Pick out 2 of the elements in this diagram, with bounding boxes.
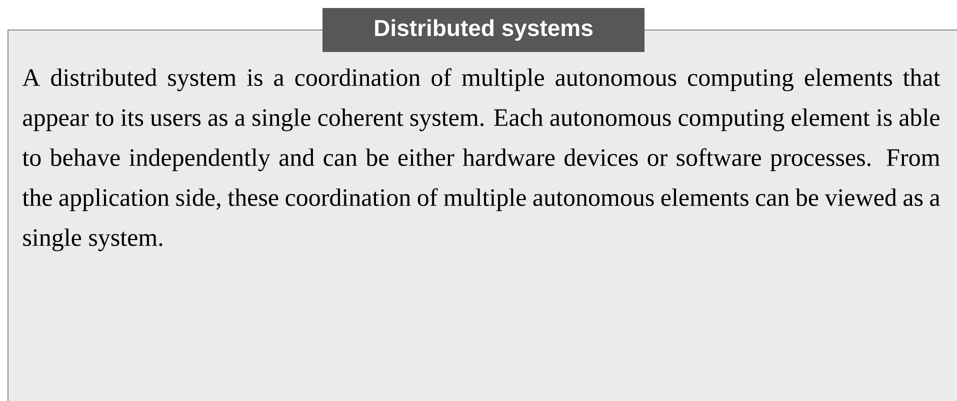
body-text: A distributed system is a coordination of multiple autonomous computing elements that appear to its users as a single coherent system. Each autonomous computing element is able to behave independently and can be either hardware devices or software processes. From the application side, these coordination of multiple autonomous elements can be viewed as a single system. (22, 68, 940, 252)
title-tab: Distributed systems (322, 8, 645, 52)
